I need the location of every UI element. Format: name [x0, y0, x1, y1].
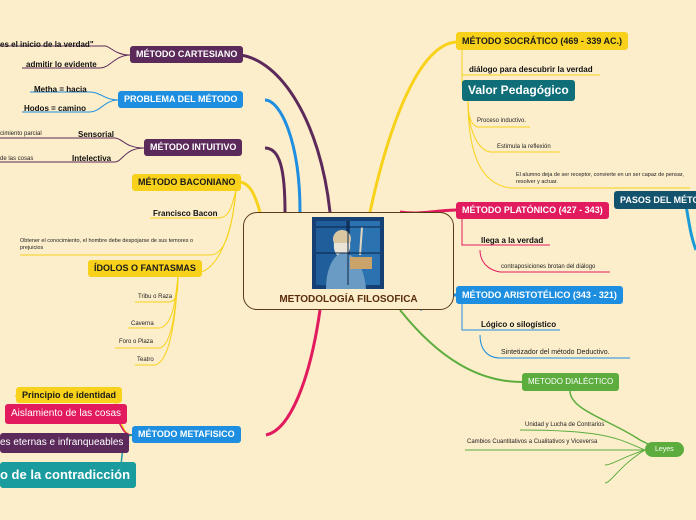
idolo-caverna[interactable]: Caverna [131, 321, 154, 327]
metafisico-item-identidad[interactable]: Principio de identidad [16, 387, 123, 403]
valor-pedagogico-node[interactable]: Valor Pedagógico [462, 80, 575, 101]
idolos-fantasmas-node[interactable]: ÍDOLOS O FANTASMAS [88, 260, 202, 277]
metodo-dialectico-node[interactable]: METODO DIALÉCTICO [522, 373, 620, 391]
intuitivo-sub-2[interactable]: de las cosas [0, 156, 34, 162]
metodo-aristotelico-node[interactable]: MÉTODO ARISTOTÉLICO (343 - 321) [456, 286, 623, 304]
idolo-teatro[interactable]: Teatro [137, 357, 154, 363]
idolo-foro[interactable]: Foro o Plaza [119, 339, 154, 345]
platonico-item[interactable]: llega a la verdad [481, 236, 544, 245]
dialectico-item-1[interactable]: Unidad y Lucha de Contrarios [525, 422, 605, 428]
platonico-sub[interactable]: contraposiciones brotan del diálogo [501, 264, 596, 270]
metodo-platonico-node[interactable]: MÉTODO PLATÓNICO (427 - 343) [456, 202, 609, 219]
aristotelico-sub[interactable]: Sintetizador del método Deductivo. [501, 349, 610, 356]
problema-item-1[interactable]: Metha = hacia [34, 85, 87, 94]
idolo-tribu[interactable]: Tribu o Raza [138, 294, 173, 300]
problema-metodo-node[interactable]: PROBLEMA DEL MÉTODO [118, 91, 244, 108]
philosopher-image [312, 217, 384, 289]
metafisico-item-eternas[interactable]: es eternas e infranqueables [0, 433, 130, 453]
metodo-socratico-node[interactable]: MÉTODO SOCRÁTICO (469 - 339 AC.) [456, 32, 629, 50]
metodo-intuitivo-node[interactable]: MÉTODO INTUITIVO [144, 139, 243, 156]
baconiano-desc[interactable]: Obtener el conocimiento, el hombre debe … [20, 238, 194, 251]
valor-item-2[interactable]: Estimula la reflexión [497, 144, 551, 150]
leyes-node[interactable]: Leyes [645, 442, 684, 457]
intuitivo-item-intelectiva[interactable]: Intelectiva [72, 154, 112, 163]
baconiano-author[interactable]: Francisco Bacon [153, 209, 218, 218]
metafisico-item-contradiccion[interactable]: o de la contradicción [0, 462, 137, 488]
dialectico-item-2[interactable]: Cambios Cuantitativos a Cualitativos y V… [467, 439, 598, 445]
central-title: METODOLOGÍA FILOSOFICA [279, 294, 418, 305]
cartesiano-item-2[interactable]: admitir lo evidente [26, 60, 97, 69]
metodo-baconiano-node[interactable]: MÉTODO BACONIANO [132, 174, 242, 191]
valor-item-1[interactable]: Proceso inductivo. [477, 118, 527, 124]
metodo-cartesiano-node[interactable]: MÉTODO CARTESIANO [130, 46, 244, 63]
valor-item-3[interactable]: El alumno deja de ser receptor, conviert… [516, 172, 684, 185]
cartesiano-item-1[interactable]: es el inicio de la verdad" [0, 40, 94, 49]
intuitivo-item-sensorial[interactable]: Sensorial [78, 130, 115, 139]
aristotelico-item[interactable]: Lógico o silogístico [481, 320, 557, 329]
socratico-item[interactable]: diálogo para descubrir la verdad [469, 65, 593, 74]
central-topic[interactable]: METODOLOGÍA FILOSOFICA [243, 212, 454, 310]
metafisico-item-aislamiento[interactable]: Aislamiento de las cosas [5, 404, 128, 424]
metodo-metafisico-node[interactable]: MÉTODO METAFISICO [132, 426, 241, 443]
intuitivo-sub-1[interactable]: cimiento parcial [0, 131, 42, 137]
pasos-metodo-node[interactable]: PASOS DEL MÉTODO [614, 191, 696, 209]
problema-item-2[interactable]: Hodos = camino [24, 104, 87, 113]
